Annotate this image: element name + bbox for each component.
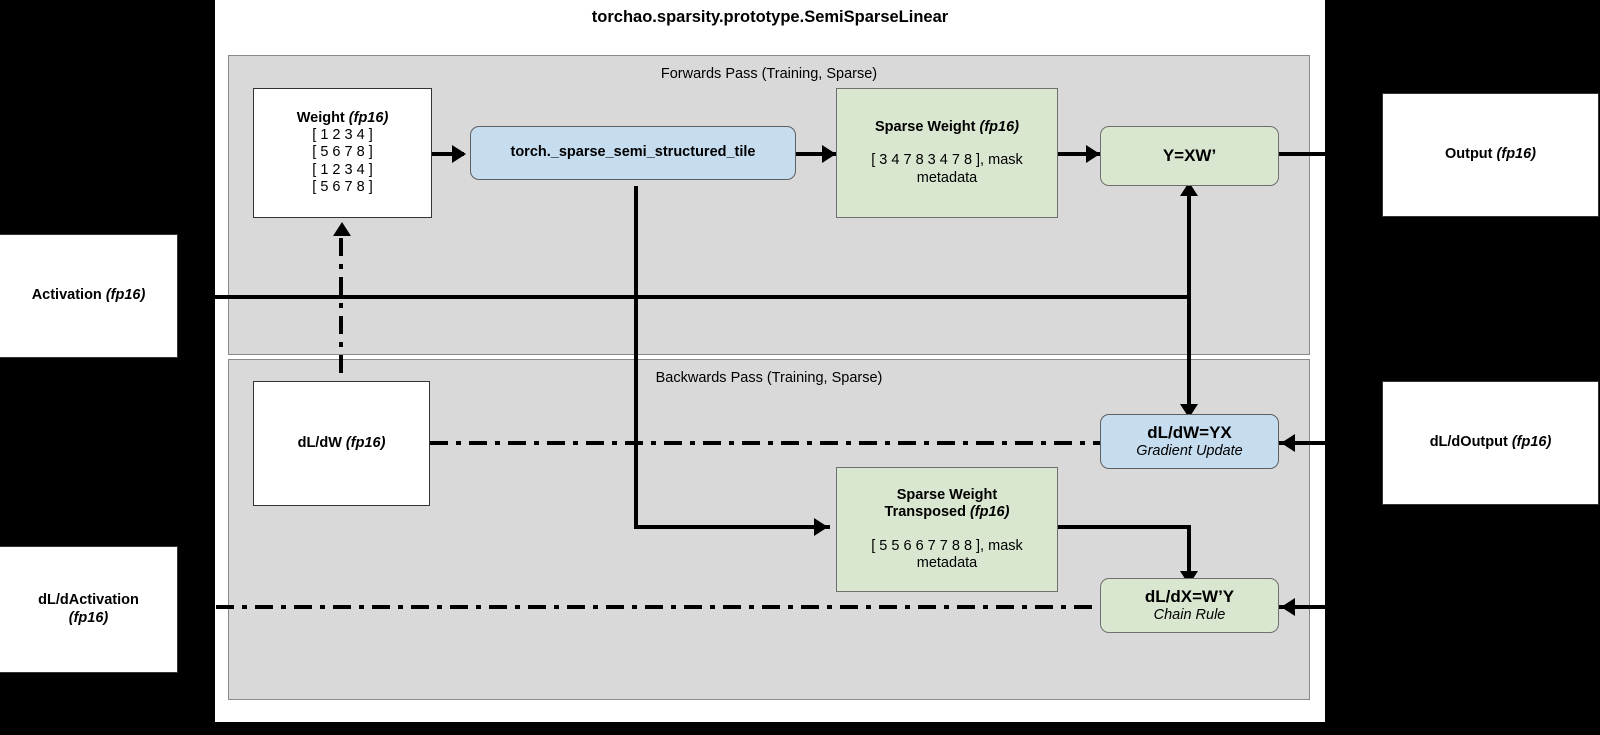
arrowhead-tile-to-sparse-weight-t	[814, 518, 828, 536]
connector-dloutput-to-grad-update	[1279, 441, 1382, 445]
node-weight-row-1: [ 5 6 7 8 ]	[312, 144, 373, 161]
connector-matmul-to-output	[1279, 152, 1382, 156]
node-forward-matmul[interactable]: Y=XW’	[1100, 126, 1279, 186]
arrowhead-right-to-chain-rule	[1281, 598, 1295, 616]
connector-right-to-chain-rule	[1279, 605, 1382, 609]
connector-tile-down	[634, 186, 638, 529]
node-weight-title: Weight (fp16)	[296, 110, 389, 127]
node-sparse-weight-transposed[interactable]: Sparse Weight Transposed (fp16) [ 5 5 6 …	[836, 467, 1058, 592]
node-dloutput-title: dL/dOutput (fp16)	[1429, 434, 1552, 451]
connector-sparse-weight-t-to-chain-rule	[1058, 525, 1191, 529]
connector-chain-rule-vertical	[1187, 525, 1191, 583]
connector-tile-to-sparse-weight	[796, 152, 842, 156]
connector-dldw-up-to-weight	[339, 238, 343, 381]
node-gradient-update[interactable]: dL/dW=YX Gradient Update	[1100, 414, 1279, 469]
node-sparse-weight-t-title-2: Transposed (fp16)	[884, 504, 1010, 521]
node-tile-label: torch._sparse_semi_structured_tile	[510, 144, 756, 161]
node-weight-row-2: [ 1 2 3 4 ]	[312, 161, 373, 178]
node-gradient-update-label: dL/dW=YX	[1147, 422, 1232, 442]
node-sparse-semi-structured-tile[interactable]: torch._sparse_semi_structured_tile	[470, 126, 796, 180]
forwards-pass-label: Forwards Pass (Training, Sparse)	[660, 66, 878, 82]
arrowhead-up-to-weight	[333, 222, 351, 236]
backwards-pass-label: Backwards Pass (Training, Sparse)	[655, 370, 883, 386]
node-sparse-weight-title: Sparse Weight (fp16)	[875, 119, 1019, 136]
connector-activation-to-matmul	[178, 295, 1191, 299]
arrowhead-weight-to-tile	[452, 145, 466, 163]
node-sparse-weight[interactable]: Sparse Weight (fp16) [ 3 4 7 8 3 4 7 8 ]…	[836, 88, 1058, 218]
page-title: torchao.sparsity.prototype.SemiSparseLin…	[591, 8, 949, 26]
node-dlactivation[interactable]: dL/dActivation (fp16)	[0, 546, 178, 673]
connector-weight-to-tile	[432, 152, 464, 156]
node-sparse-weight-body: [ 3 4 7 8 3 4 7 8 ], mask metadata	[871, 152, 1023, 186]
connector-tile-to-sparse-weight-t	[634, 525, 830, 529]
node-sparse-weight-t-body: [ 5 5 6 6 7 7 8 8 ], mask metadata	[871, 537, 1023, 571]
connector-chain-rule-to-dlactivation	[216, 605, 1101, 609]
node-activation[interactable]: Activation (fp16)	[0, 234, 178, 358]
node-dldw-title: dL/dW (fp16)	[297, 434, 386, 451]
arrowhead-dloutput-to-grad-update	[1281, 434, 1295, 452]
node-forward-matmul-label: Y=XW’	[1162, 145, 1217, 165]
node-weight-row-0: [ 1 2 3 4 ]	[312, 127, 373, 144]
node-dlactivation-dtype: (fp16)	[68, 609, 109, 626]
arrowhead-tile-to-sparse-weight	[822, 145, 836, 163]
node-chain-rule-sub: Chain Rule	[1153, 606, 1226, 623]
node-weight-row-3: [ 5 6 7 8 ]	[312, 178, 373, 195]
connector-matmul-grad-update	[1187, 190, 1191, 416]
node-activation-title: Activation (fp16)	[31, 287, 146, 304]
node-chain-rule[interactable]: dL/dX=W’Y Chain Rule	[1100, 578, 1279, 633]
node-dldw[interactable]: dL/dW (fp16)	[253, 381, 430, 506]
arrowhead-sparse-weight-to-matmul	[1086, 145, 1100, 163]
node-output[interactable]: Output (fp16)	[1382, 93, 1599, 217]
node-sparse-weight-t-title-1: Sparse Weight	[896, 487, 998, 504]
node-output-title: Output (fp16)	[1444, 146, 1537, 163]
node-dlactivation-title: dL/dActivation	[38, 592, 139, 609]
node-dloutput[interactable]: dL/dOutput (fp16)	[1382, 381, 1599, 505]
node-chain-rule-label: dL/dX=W’Y	[1144, 586, 1235, 606]
connector-grad-update-to-dldw	[430, 441, 1100, 445]
connector-sparse-weight-to-matmul	[1058, 152, 1110, 156]
node-weight[interactable]: Weight (fp16) [ 1 2 3 4 ] [ 5 6 7 8 ] [ …	[253, 88, 432, 218]
node-gradient-update-sub: Gradient Update	[1136, 442, 1243, 459]
